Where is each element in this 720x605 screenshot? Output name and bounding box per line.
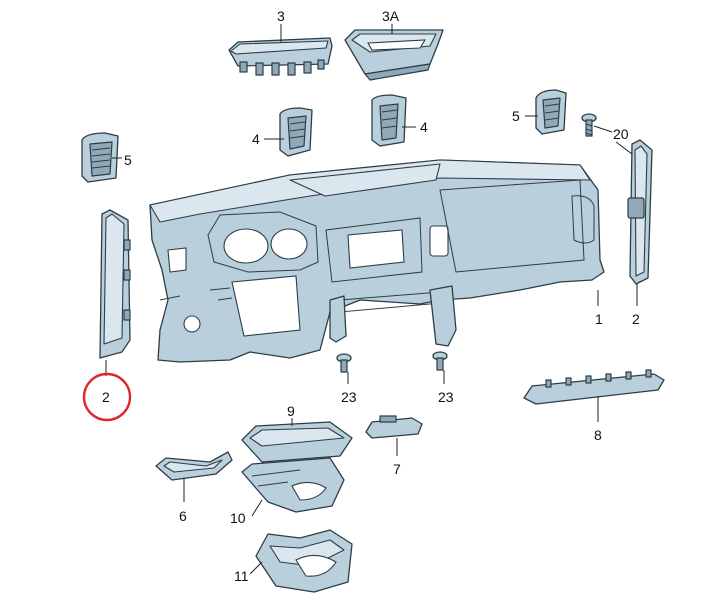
- part-8-trim-strip: [523, 369, 665, 405]
- part-labels: 3 3A 5 4 4 5 20 2 1 2 23 23 8 9 7 6 10 1…: [102, 8, 640, 584]
- label-part-9: 9: [287, 403, 295, 419]
- label-part-2-left: 2: [102, 389, 110, 405]
- label-part-23-right: 23: [438, 389, 454, 405]
- part-4-center-vent-left: [279, 107, 313, 157]
- label-part-7: 7: [393, 461, 401, 477]
- label-part-6: 6: [179, 508, 187, 524]
- label-part-1: 1: [595, 311, 603, 327]
- leader-lines: [105, 24, 638, 575]
- label-part-5-right: 5: [512, 108, 520, 124]
- label-part-20: 20: [613, 126, 629, 142]
- part-2-right-side-panel: [627, 139, 653, 285]
- part-20-screw: [581, 113, 597, 137]
- part-7-clip-trim: [365, 415, 423, 439]
- label-part-3a: 3A: [382, 8, 400, 24]
- label-part-4-left: 4: [252, 131, 260, 147]
- part-10-middle-steering-shroud: [241, 457, 345, 513]
- label-part-2-right: 2: [632, 311, 640, 327]
- label-part-23-left: 23: [341, 389, 357, 405]
- part-5-right-air-vent: [535, 89, 567, 135]
- part-11-lower-steering-shroud: [255, 529, 353, 593]
- part-5-left-air-vent: [81, 132, 119, 183]
- part-1-dashboard-carrier: [149, 159, 605, 363]
- part-2-left-side-panel: [99, 209, 131, 359]
- part-4-center-vent-right: [371, 94, 407, 147]
- highlight-circle: [82, 372, 132, 422]
- part-23-bolt-left: [336, 353, 352, 373]
- part-3a-storage-tray: [344, 29, 444, 81]
- part-6-curved-trim: [155, 451, 233, 481]
- part-23-bolt-right: [432, 351, 448, 371]
- label-part-5-left: 5: [124, 152, 132, 168]
- label-part-4-right: 4: [420, 119, 428, 135]
- label-part-3: 3: [277, 8, 285, 24]
- label-part-8: 8: [594, 427, 602, 443]
- label-part-11: 11: [234, 568, 249, 584]
- part-3-center-trim: [228, 37, 333, 76]
- label-part-10: 10: [230, 510, 246, 526]
